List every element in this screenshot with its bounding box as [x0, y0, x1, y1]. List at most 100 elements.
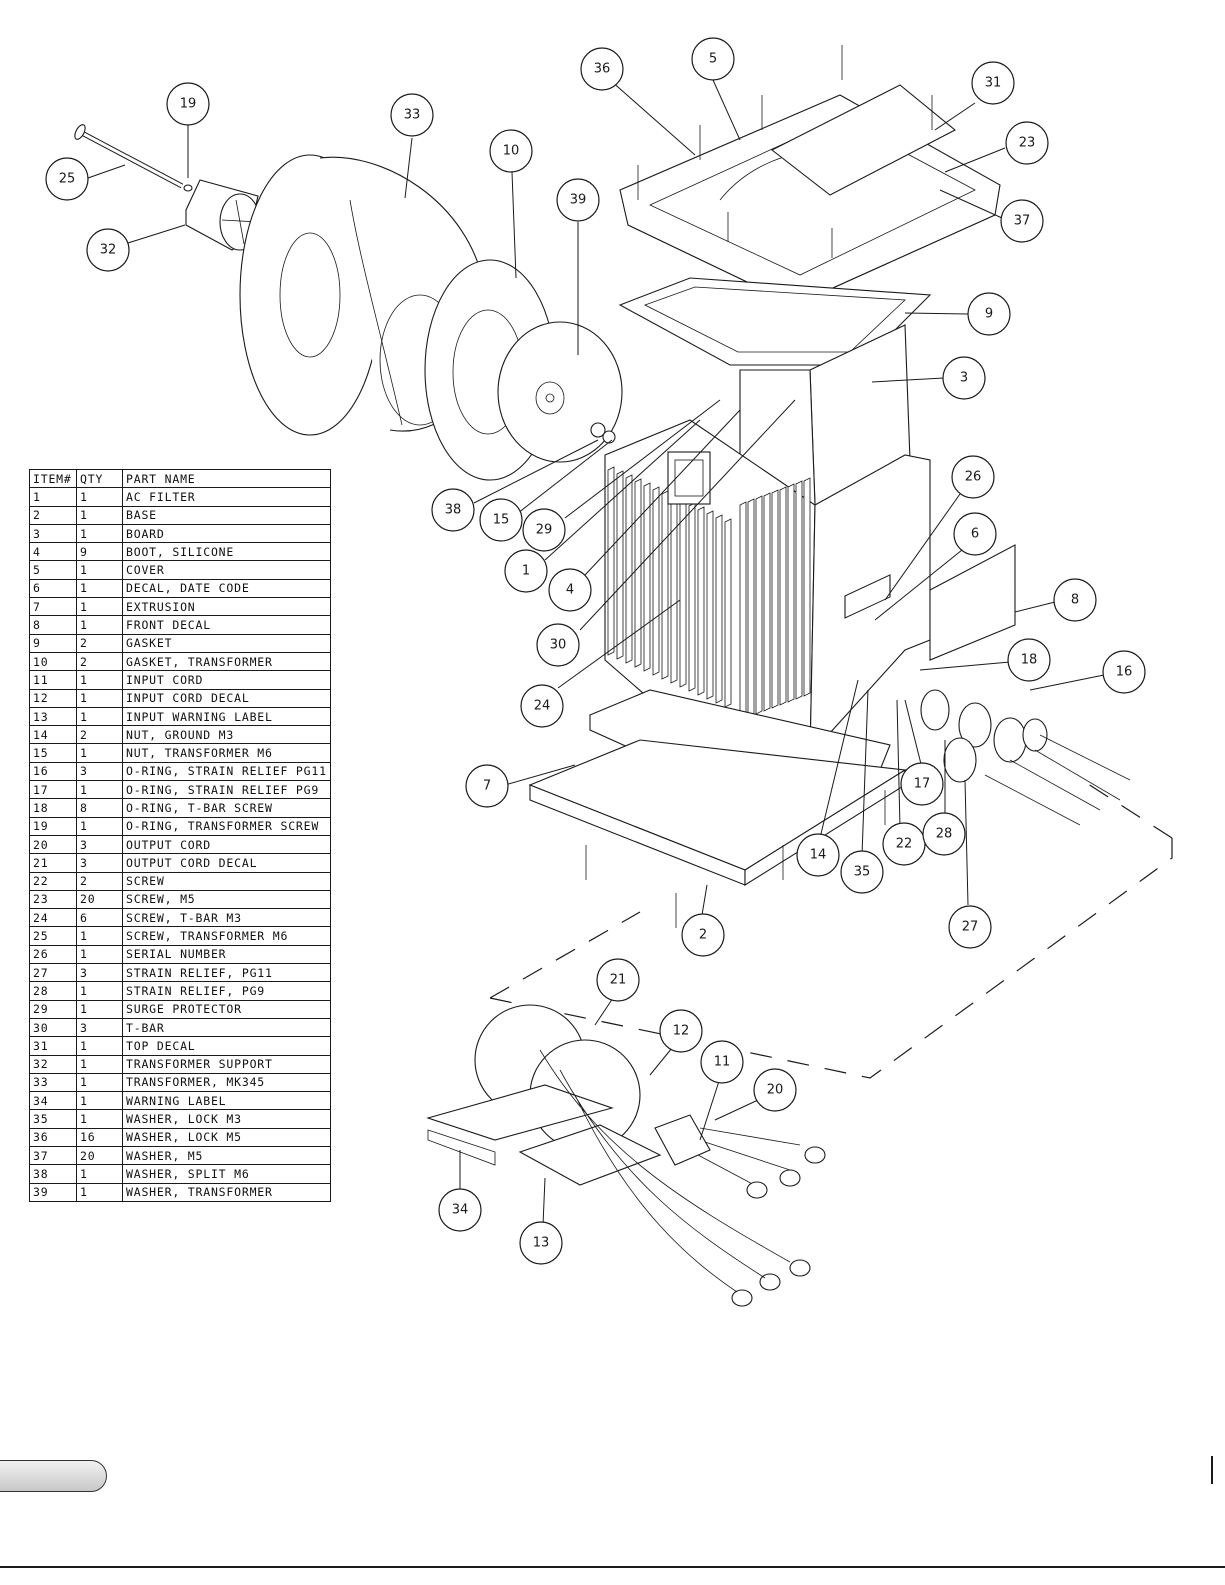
cell-item-number: 24	[29, 908, 77, 928]
cell-item-number: 21	[29, 853, 77, 873]
cell-part-name: BOARD	[122, 523, 331, 544]
callout-label: 4	[566, 583, 574, 598]
callout-label: 12	[673, 1024, 690, 1039]
cell-quantity: 1	[76, 615, 123, 635]
split-washer-and-nut	[590, 422, 616, 444]
cell-quantity: 1	[76, 1091, 123, 1111]
cell-quantity: 20	[76, 889, 123, 910]
callout-label: 27	[962, 920, 979, 935]
callout-9: 9	[967, 292, 1011, 336]
warning-labels	[426, 1084, 662, 1186]
heatsink-fins-left	[607, 466, 732, 708]
callout-21: 21	[596, 958, 640, 1002]
cell-part-name: DECAL, DATE CODE	[122, 578, 331, 599]
cell-part-name: T-BAR	[122, 1017, 331, 1038]
cell-quantity: 1	[76, 926, 123, 946]
cell-item-number: 38	[29, 1164, 77, 1184]
callout-label: 36	[594, 62, 611, 77]
heatsink-fin	[688, 502, 696, 692]
cell-quantity: 1	[76, 706, 123, 727]
callout-label: 24	[534, 699, 551, 714]
callout-label: 32	[100, 243, 117, 258]
callout-label: 17	[914, 777, 931, 792]
cell-part-name: O-RING, TRANSFORMER SCREW	[122, 816, 331, 836]
cell-item-number: 37	[29, 1145, 77, 1166]
callout-label: 38	[445, 503, 462, 518]
cell-quantity: 1	[76, 1054, 123, 1074]
callout-label: 3	[960, 371, 968, 386]
callout-label: 28	[936, 827, 953, 842]
heatsink-fin	[795, 480, 803, 700]
cell-item-number: 25	[29, 926, 77, 946]
heatsink-fin	[755, 495, 763, 715]
cell-item-number: 8	[29, 615, 77, 635]
strain-reliefs	[920, 689, 1048, 783]
cord-leads	[539, 1049, 791, 1293]
heatsink-fin	[715, 514, 723, 704]
header-item-number: ITEM#	[29, 468, 77, 489]
cell-part-name: WASHER, TRANSFORMER	[122, 1182, 331, 1202]
cell-part-name: SCREW, M5	[122, 889, 331, 910]
heatsink-fin	[625, 474, 633, 664]
cell-quantity: 1	[76, 560, 123, 580]
cell-quantity: 1	[76, 578, 123, 599]
cell-part-name: INPUT WARNING LABEL	[122, 706, 331, 727]
header-quantity: QTY	[76, 468, 123, 489]
cell-quantity: 6	[76, 908, 123, 928]
transformer-screw-o-ring	[183, 184, 193, 192]
callout-8: 8	[1053, 578, 1097, 622]
cell-item-number: 11	[29, 670, 77, 690]
cell-item-number: 20	[29, 834, 77, 855]
cell-part-name: SCREW, T-BAR M3	[122, 908, 331, 928]
cell-quantity: 1	[76, 523, 123, 544]
callout-label: 11	[714, 1055, 731, 1070]
cell-item-number: 14	[29, 725, 77, 745]
callout-label: 18	[1021, 653, 1038, 668]
cell-part-name: TRANSFORMER SUPPORT	[122, 1054, 331, 1074]
cell-quantity: 3	[76, 834, 123, 855]
callout-label: 14	[810, 848, 827, 863]
cell-part-name: AC FILTER	[122, 487, 331, 507]
heatsink-fin	[771, 489, 779, 709]
cell-item-number: 3	[29, 523, 77, 544]
heatsink-fin	[724, 518, 732, 708]
cell-quantity: 1	[76, 999, 123, 1019]
cell-part-name: OUTPUT CORD DECAL	[122, 853, 331, 873]
input-cord	[654, 1114, 801, 1189]
transformer-washer	[497, 321, 623, 463]
callout-23: 23	[1005, 121, 1049, 165]
heatsink-fin	[779, 486, 787, 706]
cell-part-name: SURGE PROTECTOR	[122, 999, 331, 1019]
cell-quantity: 3	[76, 761, 123, 782]
cell-part-name: INPUT CORD DECAL	[122, 688, 331, 708]
callout-label: 5	[709, 52, 717, 67]
callout-3: 3	[942, 356, 986, 400]
heatsink-fin	[803, 477, 811, 697]
heatsink-fin	[670, 494, 678, 684]
cell-part-name: O-RING, T-BAR SCREW	[122, 798, 331, 818]
cell-item-number: 9	[29, 633, 77, 653]
cell-item-number: 28	[29, 981, 77, 1001]
cell-item-number: 27	[29, 963, 77, 983]
callout-label: 7	[483, 779, 491, 794]
heatsink-fin	[661, 490, 669, 680]
cell-part-name: TOP DECAL	[122, 1036, 331, 1056]
cell-part-name: WASHER, M5	[122, 1145, 331, 1166]
cell-part-name: TRANSFORMER, MK345	[122, 1072, 331, 1093]
